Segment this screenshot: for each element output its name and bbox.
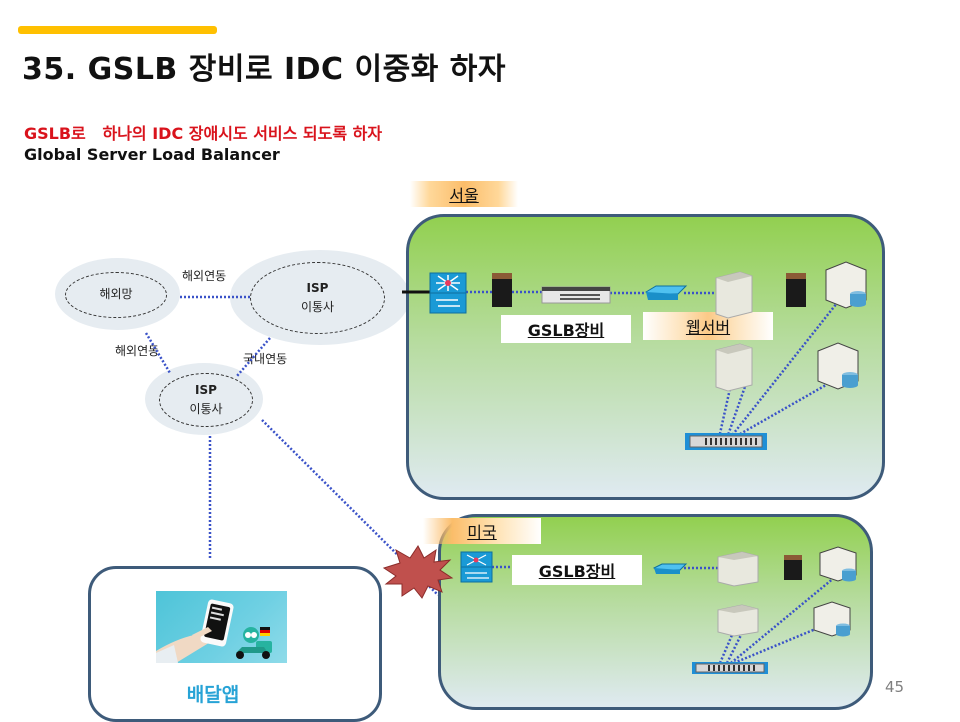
delivery-app-label: 배달앱: [186, 684, 240, 706]
isp-bottom-cloud: ISP 이통사: [145, 363, 263, 435]
region-tag-usa: 미국: [423, 518, 541, 544]
isp-bottom-label: ISP: [195, 382, 217, 397]
overseas-network-cloud: 해외망: [55, 258, 180, 330]
region-tag-seoul: 서울: [410, 181, 518, 207]
web-server-label: 웹서버: [643, 312, 773, 340]
idc-seoul-box: [406, 214, 885, 500]
isp-top-carrier: 이통사: [300, 300, 335, 314]
link-label-domestic: 국내연동: [243, 352, 288, 366]
subtitle-english: Global Server Load Balancer: [24, 145, 280, 164]
gslb-label-seoul: GSLB장비: [501, 315, 631, 343]
isp-top-cloud: ISP 이통사: [230, 250, 410, 345]
link-label-overseas-left: 해외연동: [115, 344, 160, 358]
gslb-label-usa: GSLB장비: [512, 555, 642, 585]
subtitle-korean: GSLB로 하나의 IDC 장애시도 서비스 되도록 하자: [24, 124, 383, 143]
overseas-network-label: 해외망: [99, 287, 133, 302]
isp-bottom-carrier: 이통사: [189, 402, 223, 416]
link-label-overseas-top: 해외연동: [182, 269, 227, 283]
page-title: 35. GSLB 장비로 IDC 이중화 하자: [22, 52, 506, 87]
delivery-app-illustration: [156, 591, 287, 663]
page-number: 45: [885, 678, 905, 696]
isp-top-label: ISP: [306, 280, 329, 295]
title-accent-bar: [18, 26, 217, 34]
